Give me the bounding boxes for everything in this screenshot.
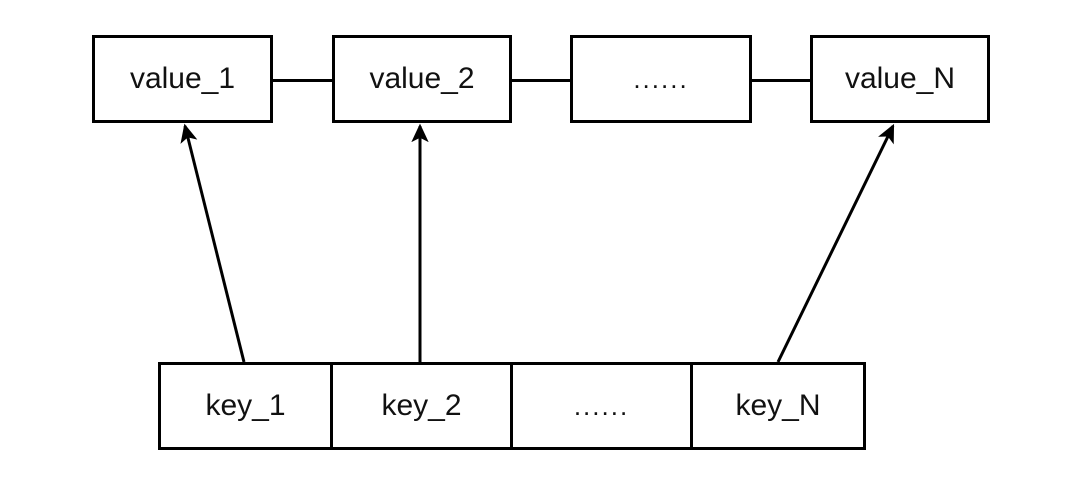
key-cell-ellipsis-label: ...... [573,391,630,421]
key-array: key_1 key_2...... key_N [158,362,866,450]
key-cell-n[interactable]: key_N [693,365,863,447]
key-cell-2[interactable]: key_2 [333,365,513,447]
value-node-1-label: value_1 [129,62,236,95]
arrow-keyn-to-valuen [776,123,895,363]
value-node-n-label: value_N [844,62,956,95]
connector-1-2 [273,79,332,82]
value-node-ellipsis-label: ...... [633,64,689,94]
key-cell-ellipsis[interactable]: ...... [513,365,693,447]
key-cell-2-label: key_2 [381,389,462,422]
value-node-n[interactable]: value_N [810,35,990,123]
connector-3-n [752,79,810,82]
key-cell-n-label: key_N [735,389,821,422]
connector-2-3 [512,79,570,82]
value-node-2-label: value_2 [369,62,475,95]
arrow-key1-to-value1 [180,123,246,363]
value-node-2[interactable]: value_2 [332,35,512,123]
value-node-1[interactable]: value_1 [92,35,273,123]
key-cell-1[interactable]: key_1 [161,365,333,447]
key-cell-1-label: key_1 [205,389,286,422]
value-node-ellipsis[interactable]: ...... [570,35,752,123]
